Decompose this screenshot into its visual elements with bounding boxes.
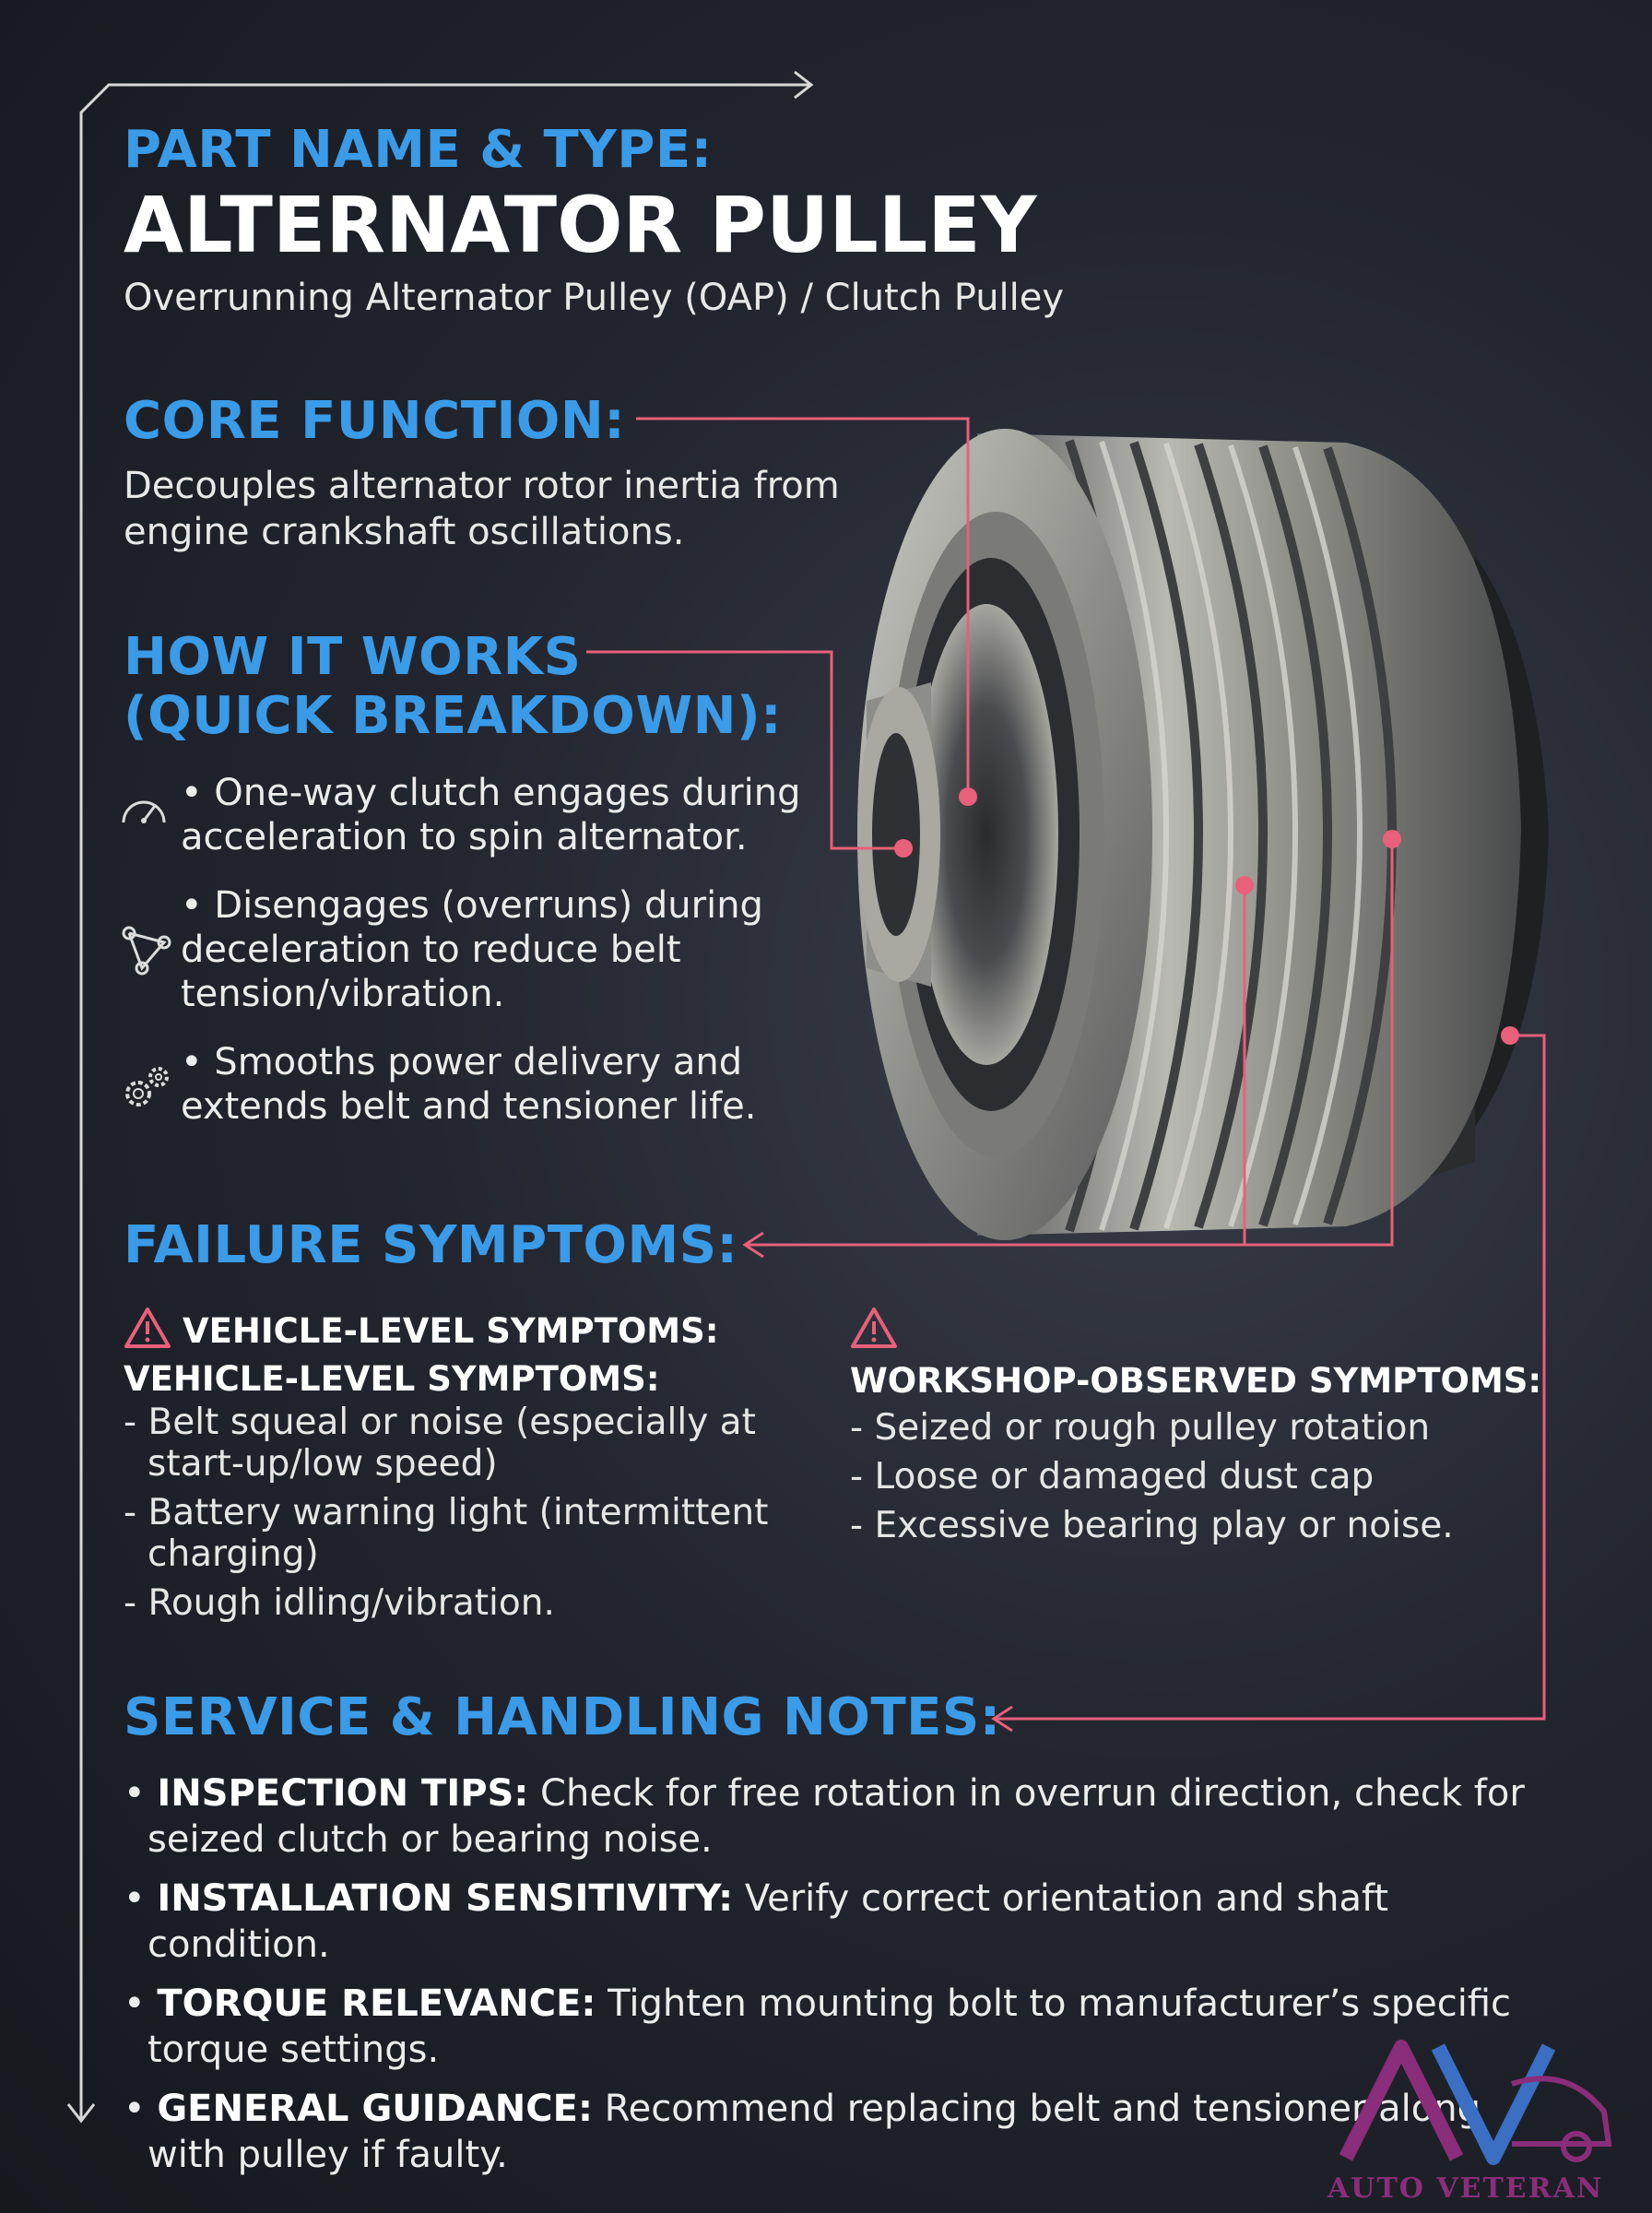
page-subtitle: Overrunning Alternator Pulley (OAP) / Cl…: [124, 277, 1065, 319]
note-key: INSPECTION TIPS:: [157, 1772, 529, 1815]
note-key: GENERAL GUIDANCE:: [157, 2088, 593, 2130]
service-notes-label: SERVICE & HANDLING NOTES:: [124, 1687, 1001, 1747]
part-name-label: PART NAME & TYPE:: [124, 120, 713, 180]
how-it-works-label: HOW IT WORKS: [124, 627, 582, 687]
service-notes-list: • INSPECTION TIPS: Check for free rotati…: [124, 1770, 1562, 2191]
list-item: • INSTALLATION SENSITIVITY: Verify corre…: [124, 1877, 1389, 1966]
vehicle-symptoms-heading-icon: VEHICLE-LEVEL SYMPTOMS:: [183, 1311, 719, 1351]
note-text: Verify correct orientation and shaft con…: [148, 1877, 1389, 1966]
logo-mark: [1339, 2040, 1612, 2165]
frame-line: [79, 83, 811, 2119]
list-item: - Belt squeal or noise (especially at st…: [124, 1402, 756, 1485]
list-item: • INSPECTION TIPS: Check for free rotati…: [124, 1772, 1525, 1861]
note-key: TORQUE RELEVANCE:: [157, 1982, 596, 2025]
list-item: - Battery warning light (intermittent ch…: [124, 1492, 769, 1575]
list-item: - Rough idling/vibration.: [124, 1582, 555, 1624]
vehicle-symptoms-list: - Belt squeal or noise (especially at st…: [124, 1402, 787, 1631]
workshop-symptoms-heading: WORKSHOP-OBSERVED SYMPTOMS:: [850, 1361, 1542, 1401]
list-item: - Excessive bearing play or noise.: [850, 1505, 1454, 1546]
frame-arrow-down: [66, 2103, 96, 2124]
page-title: ALTERNATOR PULLEY: [124, 180, 1037, 270]
how-item-3: • Smooths power delivery and extends bel…: [181, 1041, 757, 1128]
list-item: - Loose or damaged dust cap: [850, 1456, 1375, 1497]
list-item: - Seized or rough pulley rotation: [850, 1407, 1431, 1449]
failure-symptoms-label: FAILURE SYMPTOMS:: [124, 1215, 738, 1275]
list-item: • TORQUE RELEVANCE: Tighten mounting bol…: [124, 1982, 1512, 2071]
gears-icon: [120, 1060, 175, 1116]
note-text: Check for free rotation in overrun direc…: [148, 1772, 1525, 1861]
belt-path-icon: [120, 922, 175, 977]
note-key: INSTALLATION SENSITIVITY:: [157, 1877, 734, 1920]
workshop-symptoms-list: - Seized or rough pulley rotation - Loos…: [850, 1407, 1551, 1554]
note-text: Recommend replacing belt and tensioner a…: [148, 2088, 1481, 2176]
how-it-works-label-sub: (QUICK BREAKDOWN):: [124, 686, 783, 746]
frame-arrow-right: [794, 70, 814, 100]
vehicle-symptoms-heading: VEHICLE-LEVEL SYMPTOMS:: [124, 1359, 660, 1399]
core-function-text: Decouples alternator rotor inertia from …: [124, 465, 840, 553]
auto-veteran-logo: AUTO VETERAN: [1328, 2029, 1622, 2205]
how-item-1: • One-way clutch engages during accelera…: [181, 772, 801, 858]
warning-icon: [124, 1306, 171, 1350]
list-item: • GENERAL GUIDANCE: Recommend replacing …: [124, 2088, 1481, 2176]
note-text: Tighten mounting bolt to manufacturer’s …: [148, 1982, 1512, 2071]
logo-text: AUTO VETERAN: [1328, 2172, 1604, 2205]
how-item-2: • Disengages (overruns) during decelerat…: [181, 884, 763, 1015]
core-function-label: CORE FUNCTION:: [124, 391, 626, 451]
warning-icon: [850, 1306, 898, 1350]
speedometer-icon: [116, 784, 171, 839]
